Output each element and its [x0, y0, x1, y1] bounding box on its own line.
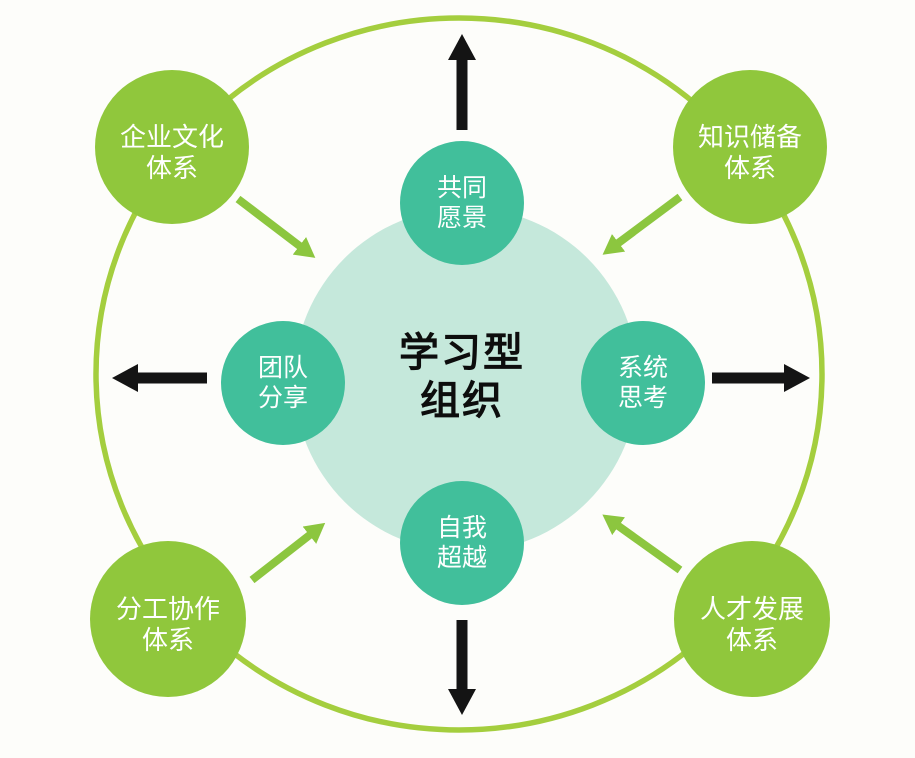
node-shared-vision-label-line2: 愿景: [437, 203, 487, 232]
node-shared-vision-circle: [400, 141, 524, 265]
inward-arrow-top-left: [235, 195, 316, 258]
node-division-collaboration: 分工协作 体系: [90, 541, 246, 697]
node-systems-thinking: 系统 思考: [581, 321, 705, 445]
inward-arrow-bottom-left: [249, 522, 326, 584]
node-division-collaboration-label-line1: 分工协作: [116, 595, 220, 625]
node-knowledge-reserve-label-line2: 体系: [724, 154, 776, 184]
node-knowledge-reserve-circle: [673, 70, 827, 224]
node-knowledge-reserve-label-line1: 知识储备: [698, 123, 802, 153]
node-team-sharing: 团队 分享: [221, 321, 345, 445]
node-team-sharing-label-line1: 团队: [258, 353, 308, 382]
node-team-sharing-circle: [221, 321, 345, 445]
node-corporate-culture: 企业文化 体系: [95, 70, 249, 224]
node-talent-development-label-line2: 体系: [726, 626, 778, 656]
node-talent-development-label-line1: 人才发展: [700, 595, 804, 625]
node-division-collaboration-label-line2: 体系: [142, 626, 194, 656]
center-circle: [294, 208, 638, 552]
inward-arrow-bottom-right: [602, 514, 683, 574]
node-division-collaboration-circle: [90, 541, 246, 697]
node-systems-thinking-label-line2: 思考: [618, 383, 668, 412]
outer-ring-circle: [93, 15, 825, 733]
node-talent-development: 人才发展 体系: [674, 541, 830, 697]
node-corporate-culture-label-line2: 体系: [146, 154, 198, 184]
node-self-transcendence: 自我 超越: [400, 481, 524, 605]
center-title-line1: 学习型: [399, 330, 525, 376]
node-team-sharing-label-line2: 分享: [258, 383, 308, 412]
node-shared-vision: 共同 愿景: [400, 141, 524, 265]
node-self-transcendence-label-line2: 超越: [437, 543, 487, 572]
node-knowledge-reserve: 知识储备 体系: [673, 70, 827, 224]
node-systems-thinking-circle: [581, 321, 705, 445]
center-title: 学习型 组织: [399, 330, 525, 424]
node-talent-development-circle: [674, 541, 830, 697]
node-corporate-culture-label-line1: 企业文化: [120, 123, 224, 153]
node-self-transcendence-circle: [400, 481, 524, 605]
node-systems-thinking-label-line1: 系统: [618, 353, 668, 382]
node-self-transcendence-label-line1: 自我: [437, 513, 487, 542]
node-corporate-culture-circle: [95, 70, 249, 224]
center-title-line2: 组织: [420, 378, 504, 424]
inward-arrow-top-right: [602, 193, 683, 255]
node-shared-vision-label-line1: 共同: [437, 173, 487, 202]
